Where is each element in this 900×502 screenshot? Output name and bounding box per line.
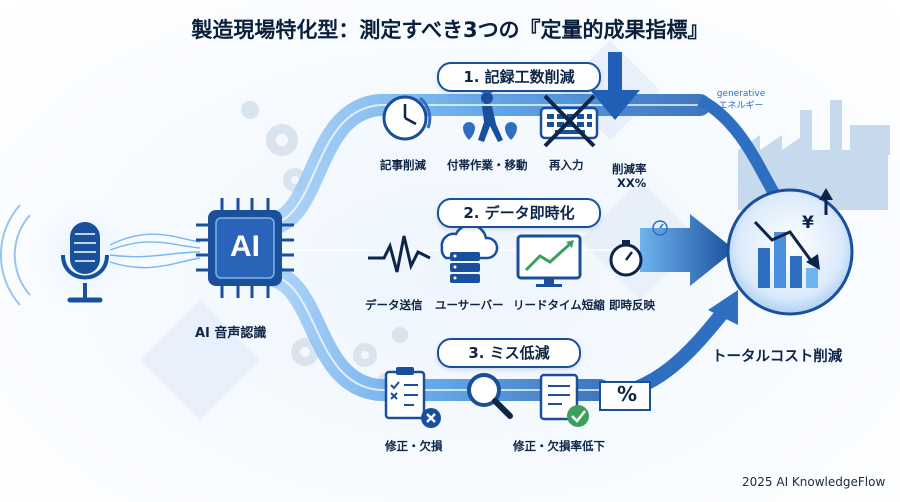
walking-worker-icon [463,88,517,142]
cloud-server-icon [440,223,499,283]
monitor-chart-icon [516,234,582,287]
document-check-icon [539,373,589,427]
result-label: 削減率 [612,162,647,176]
energy-line-1: generative [716,89,766,99]
item-label: ユーサーバー [435,298,504,312]
chart-down-icon: ¥ [753,188,833,288]
stopwatch-icon [609,240,643,277]
percent-symbol: % [616,382,638,406]
page-title: 製造現場特化型：測定すべき3つの『定量的成果指標』 [191,18,709,42]
item-label: データ送信 [365,298,423,312]
item-label: 付帯作業・移動 [447,158,528,172]
sound-arcs [0,204,31,306]
checklist-error-icon [384,367,441,428]
keyboard-crossed-icon [539,94,599,148]
goal-label: トータルコスト削減 [712,349,843,365]
clock-icon [382,95,432,141]
branch-3-heading: 3. ミス低減 [437,338,581,368]
item-label: リードタイム短縮 [513,298,605,312]
energy-label: generative エネルギー [706,88,776,112]
percent-badge-icon [599,381,651,411]
gear-decor [241,101,408,387]
ai-chip-label: AI [230,230,260,263]
item-label: 修正・欠損率低下 [513,439,605,453]
item-label: 即時反映 [609,298,655,312]
item-label: 修正・欠損 [385,439,443,453]
item-label: 再入力 [549,158,584,172]
goal-circle [726,188,854,316]
item-label: 記事削減 [380,158,426,172]
result-value: XX% [617,176,647,190]
energy-streaks [109,233,201,269]
energy-line-2: エネルギー [718,101,764,111]
branch-1-heading: 1. 記録工数削減 [437,62,601,92]
source-label: AI 音声認識 [195,326,267,341]
magnifier-icon [467,373,513,419]
footer-credit: 2025 AI KnowledgeFlow [742,475,886,489]
microphone-icon [61,222,109,303]
waveform-icon [368,235,431,273]
small-stopwatch-icon [652,220,668,236]
branch-2-heading: 2. データ即時化 [437,198,601,228]
svg-text:¥: ¥ [802,213,814,233]
ai-chip-icon [196,198,294,298]
